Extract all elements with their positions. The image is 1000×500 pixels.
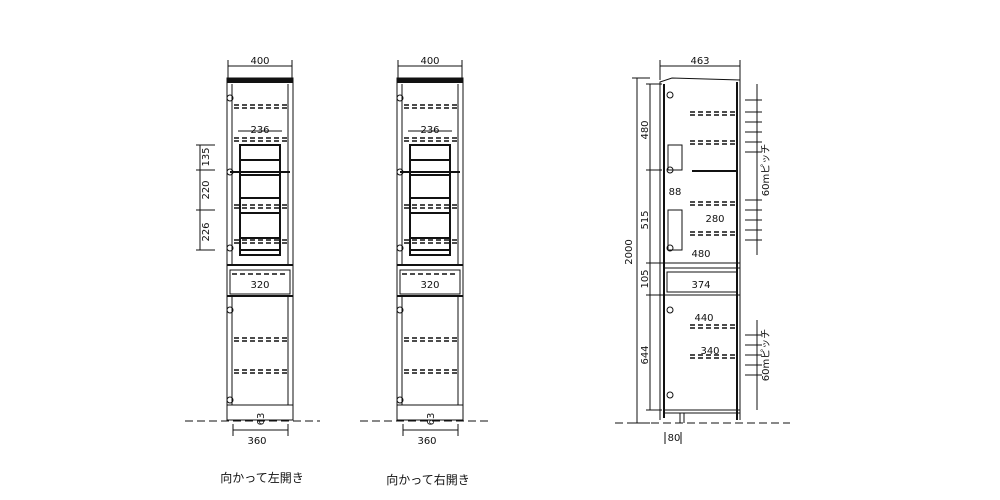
dim-depth: 463 — [690, 56, 709, 67]
top-board — [227, 78, 293, 83]
dim-total-height: 2000 — [624, 239, 635, 264]
dim-515: 515 — [640, 210, 651, 229]
dim-width-top: 400 — [250, 56, 269, 67]
hinge-icon — [226, 168, 234, 176]
hinge-icon — [226, 396, 234, 404]
front-view-right-hinged — [396, 60, 464, 436]
hinge-icon — [226, 306, 234, 314]
hinge-icon — [396, 396, 404, 404]
hinge-icon — [396, 244, 404, 252]
dim-135: 135 — [201, 147, 212, 166]
hinge-icon — [666, 166, 674, 174]
dim-480: 480 — [640, 120, 651, 139]
dim-plinth: 63 — [256, 413, 267, 426]
dim-280: 280 — [705, 214, 724, 225]
dim-105: 105 — [640, 269, 651, 288]
dim-rack-width: 236 — [420, 125, 439, 136]
drawer — [229, 269, 291, 295]
hinge-icon — [396, 94, 404, 102]
hinge-icon — [666, 91, 674, 99]
dim-80: 80 — [668, 433, 681, 444]
rack — [239, 144, 281, 256]
dim-width-bottom: 360 — [417, 436, 436, 447]
top-board — [397, 78, 463, 83]
hinge-icon — [396, 168, 404, 176]
dim-374: 374 — [691, 280, 710, 291]
dim-plinth: 63 — [426, 413, 437, 426]
dim-width-top: 400 — [420, 56, 439, 67]
dim-340: 340 — [700, 346, 719, 357]
drawer — [399, 269, 461, 295]
pitch-label-lower: 60mピッチ — [760, 329, 772, 381]
dim-rack-width: 236 — [250, 125, 269, 136]
dim-88: 88 — [669, 187, 682, 198]
dim-480-inner: 480 — [691, 249, 710, 260]
hinge-icon — [666, 306, 674, 314]
hinge-icon — [226, 244, 234, 252]
hinge-icon — [666, 244, 674, 252]
side-view — [632, 60, 762, 444]
front-view-left-hinged — [226, 60, 294, 436]
dim-drawer-width: 320 — [250, 280, 269, 291]
caption-left-hinged: 向かって左開き — [220, 470, 303, 485]
hinge-icon — [396, 306, 404, 314]
dim-644: 644 — [640, 345, 651, 364]
dim-220: 220 — [201, 180, 212, 199]
hinge-icon — [666, 391, 674, 399]
pitch-label-upper: 60mピッチ — [760, 144, 772, 196]
dim-drawer-width: 320 — [420, 280, 439, 291]
dim-width-bottom: 360 — [247, 436, 266, 447]
dim-440: 440 — [694, 313, 713, 324]
hinge-icon — [226, 94, 234, 102]
caption-right-hinged: 向かって右開き — [386, 472, 469, 487]
rack — [409, 144, 451, 256]
dim-226: 226 — [201, 222, 212, 241]
